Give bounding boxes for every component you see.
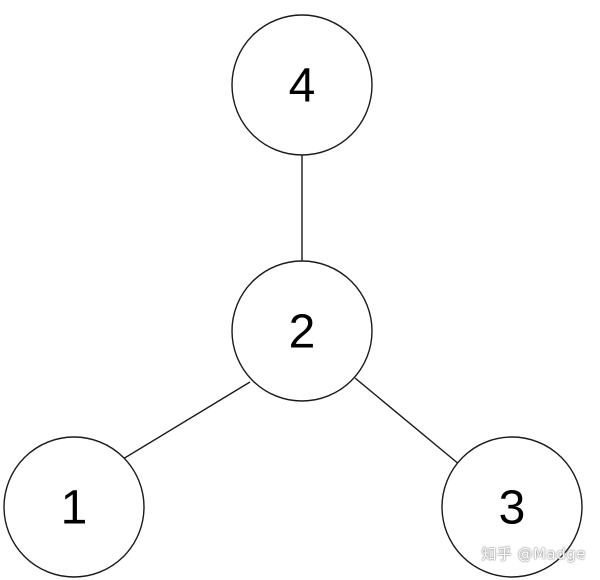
node-1-label: 1 (61, 482, 88, 535)
node-3: 3 (441, 436, 583, 578)
node-2-label: 2 (289, 306, 316, 359)
node-1-circle (3, 436, 145, 578)
watermark: 知乎 @Madge (481, 545, 586, 563)
edge-2-1 (122, 381, 251, 460)
node-3-label: 3 (499, 482, 526, 535)
node-4-label: 4 (289, 60, 316, 113)
node-3-circle (441, 436, 583, 578)
edge-2-3 (354, 377, 461, 466)
edges-layer (122, 155, 461, 466)
nodes-layer: 4 2 1 3 (3, 14, 583, 578)
node-1: 1 (3, 436, 145, 578)
node-4: 4 (231, 14, 373, 156)
node-2-circle (231, 260, 373, 402)
node-2: 2 (231, 260, 373, 402)
node-4-circle (231, 14, 373, 156)
